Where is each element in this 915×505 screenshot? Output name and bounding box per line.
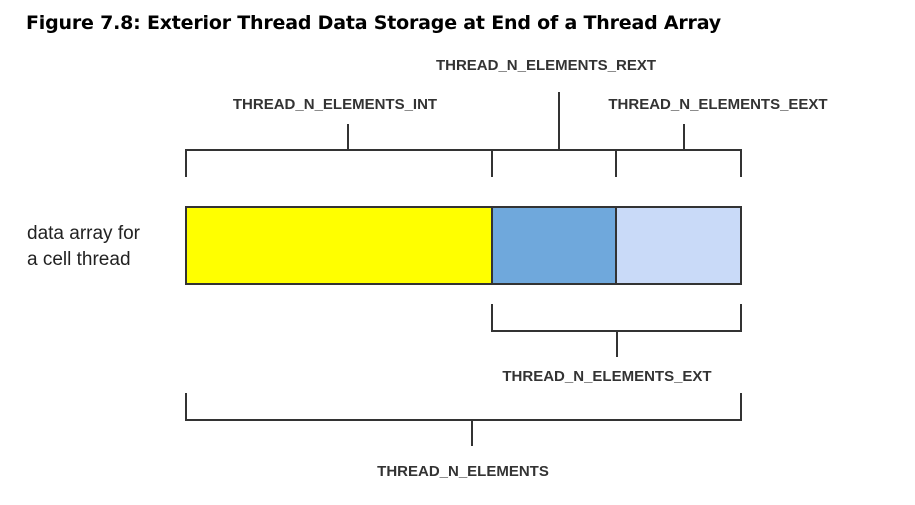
- bracket-rext: [492, 92, 617, 177]
- bracket-eext: [616, 124, 742, 177]
- bracket-total: [185, 393, 742, 446]
- figure-title: Figure 7.8: Exterior Thread Data Storage…: [26, 12, 721, 34]
- array-label-line2: a cell thread: [27, 249, 131, 270]
- bracket-ext: [491, 304, 742, 357]
- label-total: THREAD_N_ELEMENTS: [377, 463, 549, 480]
- brackets: [185, 92, 742, 446]
- label-eext: THREAD_N_ELEMENTS_EEXT: [608, 96, 827, 113]
- array-label: data array for a cell thread: [27, 221, 140, 273]
- label-rext: THREAD_N_ELEMENTS_REXT: [436, 57, 656, 74]
- label-int: THREAD_N_ELEMENTS_INT: [233, 96, 437, 113]
- segment-eext: [615, 206, 742, 285]
- bracket-int: [185, 124, 493, 177]
- label-ext: THREAD_N_ELEMENTS_EXT: [502, 368, 711, 385]
- segment-rext: [491, 206, 617, 285]
- segment-int: [185, 206, 493, 285]
- array-label-line1: data array for: [27, 223, 140, 244]
